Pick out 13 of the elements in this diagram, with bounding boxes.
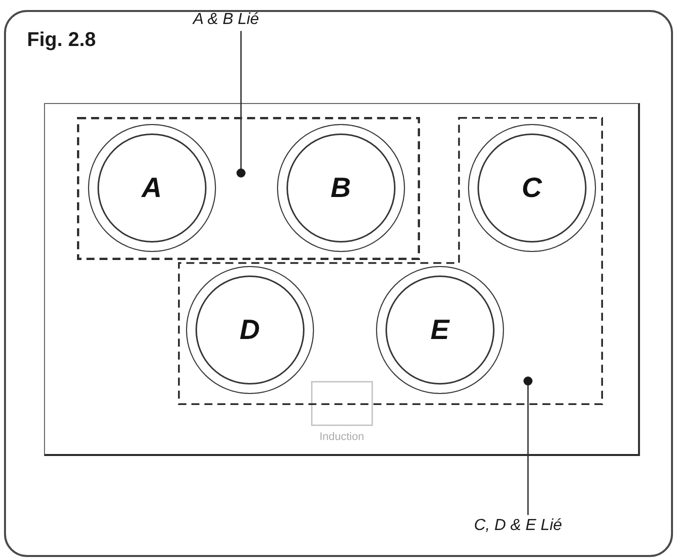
- cooking-zone-ring: E: [376, 266, 504, 394]
- leader-line: [524, 376, 532, 515]
- cooktop-label: Induction: [318, 430, 366, 444]
- dashed-zone-outline: [178, 116, 603, 405]
- callout-label: C, D & E Lié: [462, 515, 574, 537]
- cooking-zone-ring: D: [186, 266, 314, 394]
- figure-title: Fig. 2.8: [27, 29, 96, 51]
- cooktop-outline: [44, 103, 640, 456]
- cooking-zone-ring: B: [276, 124, 405, 252]
- dashed-zone-outline: [76, 116, 420, 260]
- cooking-zone-ring: C: [468, 124, 596, 252]
- cooking-zone-ring: A: [88, 124, 216, 252]
- callout-label: A & B Lié: [176, 9, 276, 31]
